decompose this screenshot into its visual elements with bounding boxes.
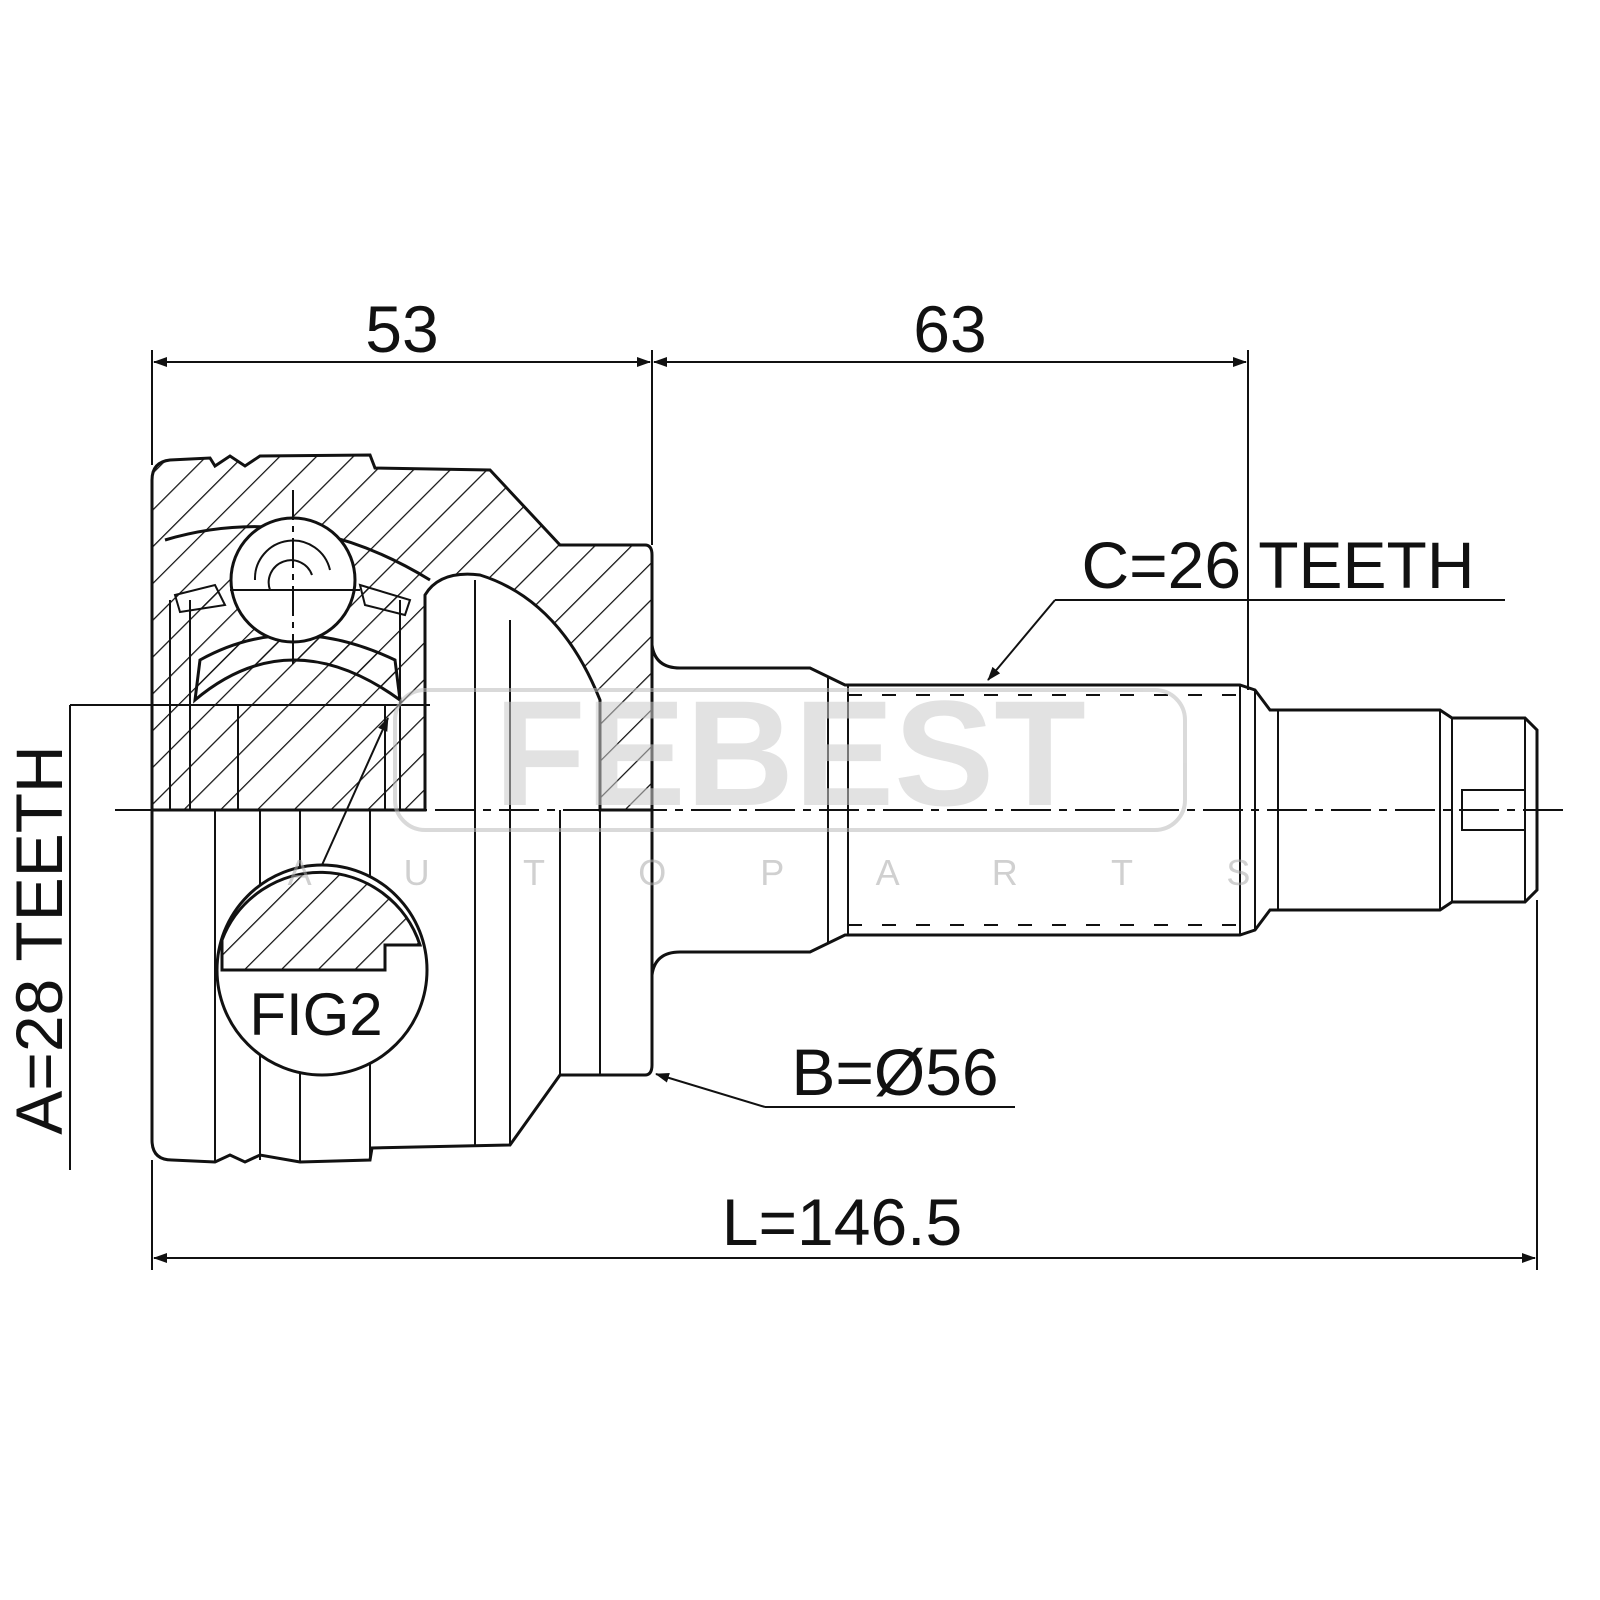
b-diameter-label: B=Ø56 — [791, 1035, 998, 1109]
dimension-b-diameter: B=Ø56 — [655, 1035, 1015, 1109]
watermark-brand: FEBEST — [494, 669, 1086, 837]
total-length-label: L=146.5 — [722, 1185, 962, 1259]
dimension-63-label: 63 — [913, 292, 986, 366]
dimension-a-teeth: A=28 TEETH — [2, 704, 430, 1170]
dimension-53: 53 — [151, 292, 653, 545]
a-teeth-label: A=28 TEETH — [2, 745, 76, 1134]
dimension-c-teeth: C=26 TEETH — [987, 528, 1505, 681]
dimension-total-length: L=146.5 — [151, 900, 1538, 1270]
c-teeth-label: C=26 TEETH — [1081, 528, 1474, 602]
watermark: FEBEST A U T O P A R T S — [288, 669, 1293, 893]
fig2-label: FIG2 — [249, 981, 382, 1048]
watermark-tagline: A U T O P A R T S — [288, 852, 1293, 893]
fig2-detail: FIG2 — [215, 717, 429, 1077]
dimension-53-label: 53 — [365, 292, 438, 366]
dimension-63: 63 — [653, 292, 1249, 690]
